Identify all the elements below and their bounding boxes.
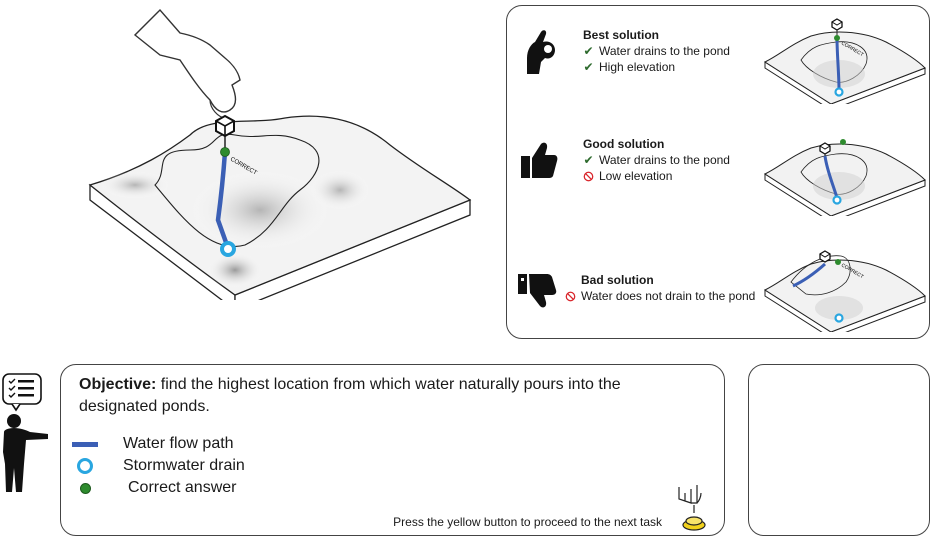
drain-ring-icon: [77, 458, 93, 474]
solution-title: Best solution: [583, 28, 660, 42]
legend-item-flow: Water flow path: [65, 435, 234, 453]
legend-label: Stormwater drain: [123, 457, 245, 474]
legend-label: Water flow path: [123, 435, 234, 452]
footer-instruction: Press the yellow button to proceed to th…: [393, 515, 662, 529]
no-icon: [583, 171, 594, 181]
cube-icon: [831, 18, 843, 31]
check-icon: ✔: [583, 153, 594, 167]
correct-dot-icon: [79, 482, 91, 494]
terrain-illustration: CORRECT: [88, 8, 472, 300]
flow-line-icon: [72, 441, 98, 447]
check-icon: ✔: [583, 60, 594, 74]
checklist-icon: [8, 378, 34, 398]
mini-terrain-bad: CORRECT: [763, 250, 926, 332]
solution-point: Water drains to the pond: [599, 44, 730, 58]
objective-panel: Objective: find the highest location fro…: [60, 364, 725, 536]
solution-title: Bad solution: [581, 273, 654, 287]
objective-description: find the highest location from which wat…: [79, 376, 621, 415]
correct-dot: [220, 147, 230, 157]
best-solution: Best solution ✔ Water drains to the pond…: [583, 28, 730, 74]
cube-icon: [819, 142, 831, 155]
no-icon: [565, 291, 576, 301]
thumbs-down-icon: [518, 274, 557, 308]
solution-point: Water does not drain to the pond: [581, 289, 756, 303]
drain-ring: [220, 241, 236, 257]
objective-label: Objective:: [79, 376, 157, 393]
solution-point: High elevation: [599, 60, 676, 74]
thumbs-up-icon: [521, 142, 558, 178]
solution-point: Low elevation: [599, 169, 673, 183]
mini-terrain-good: [763, 139, 926, 216]
bad-solution: Bad solution Water does not drain to the…: [565, 273, 755, 303]
flow-path: [215, 149, 231, 251]
ok-hand-icon: [527, 30, 555, 74]
mini-terrain-best: CORRECT: [763, 18, 926, 104]
solutions-panel: Best solution ✔ Water drains to the pond…: [506, 5, 930, 339]
cube-icon: [215, 114, 235, 138]
legend-item-drain: Stormwater drain: [65, 457, 245, 475]
legend-label: Correct answer: [128, 479, 237, 496]
objective-text: Objective: find the highest location fro…: [79, 374, 639, 418]
empty-panel: [748, 364, 930, 536]
yellow-button-icon[interactable]: [673, 481, 713, 533]
good-solution: Good solution ✔ Water drains to the pond…: [583, 137, 730, 183]
cube-icon: [819, 250, 831, 263]
solution-title: Good solution: [583, 137, 665, 151]
check-icon: ✔: [583, 44, 594, 58]
solution-point: Water drains to the pond: [599, 153, 730, 167]
presenter-icon: [2, 373, 48, 492]
legend-item-correct: Correct answer: [65, 479, 236, 497]
